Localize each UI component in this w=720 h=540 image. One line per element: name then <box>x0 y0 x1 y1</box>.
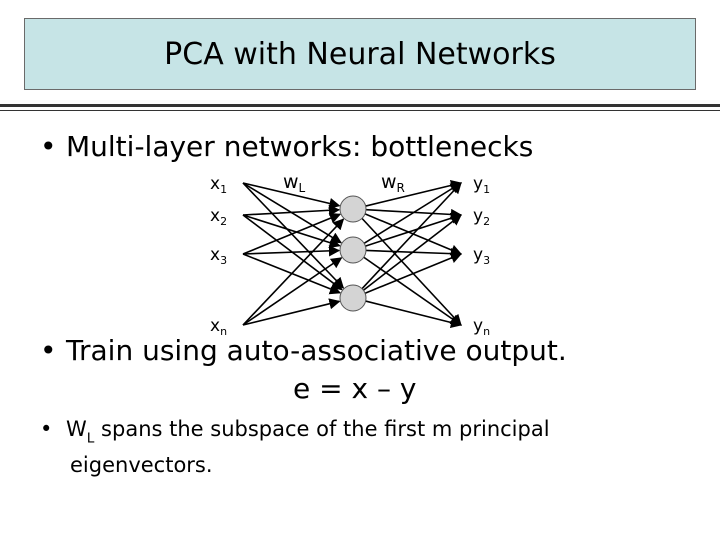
error-equation: e = x – y <box>293 372 417 405</box>
hidden-node-1 <box>339 195 367 223</box>
edge-hidden-2-to-output-2 <box>365 212 463 247</box>
edge-hidden-2-to-output-4 <box>363 256 462 326</box>
edge-input-4-to-hidden-3 <box>242 298 341 326</box>
wl-symbol: W <box>66 417 87 441</box>
edge-input-4-to-hidden-2 <box>242 257 343 326</box>
hidden-node-2 <box>339 236 367 264</box>
bullet-train-text: Train using auto-associative output. <box>66 334 567 367</box>
bullet-glyph: • <box>40 334 57 367</box>
edge-hidden-3-to-output-2 <box>362 214 462 291</box>
title-box: PCA with Neural Networks <box>24 18 696 90</box>
bullet-wl-spans: • WL spans the subspace of the first m pr… <box>40 416 660 478</box>
edge-hidden-3-to-output-4 <box>365 300 463 328</box>
edge-input-3-to-hidden-2 <box>242 245 341 257</box>
bullet-train: • Train using auto-associative output. <box>40 334 567 367</box>
edge-input-1-to-hidden-3 <box>242 182 345 289</box>
bullet-glyph: • <box>40 130 57 163</box>
output-label-3: y3 <box>473 245 490 267</box>
weights-right-label: wR <box>381 171 405 195</box>
edge-input-2-to-hidden-1 <box>242 204 341 216</box>
weights-left-label: wL <box>283 171 306 195</box>
title-rule-thick <box>0 104 720 107</box>
edge-hidden-3-to-output-1 <box>361 182 462 290</box>
bullet-wl-continuation: eigenvectors. <box>70 452 213 477</box>
input-label-2: x2 <box>210 206 227 228</box>
edge-hidden-2-to-output-1 <box>363 182 462 244</box>
edge-hidden-3-to-output-3 <box>364 252 463 294</box>
input-label-1: x1 <box>210 174 227 196</box>
output-label-1: y1 <box>473 174 490 196</box>
edge-hidden-1-to-output-1 <box>365 179 463 207</box>
wl-subscript: L <box>86 430 95 447</box>
edge-hidden-1-to-output-4 <box>361 217 462 326</box>
bullet-wl-text: spans the subspace of the first m princi… <box>94 417 550 441</box>
input-label-4: xn <box>210 316 227 338</box>
output-label-2: y2 <box>473 206 490 228</box>
bullet-multilayer: • Multi-layer networks: bottlenecks <box>40 130 533 163</box>
bullet-glyph: • <box>40 417 53 441</box>
output-label-4: yn <box>473 316 490 338</box>
input-label-3: x3 <box>210 245 227 267</box>
title-rule-thin <box>0 110 720 111</box>
edge-input-1-to-hidden-1 <box>242 182 341 209</box>
slide-title: PCA with Neural Networks <box>164 36 556 72</box>
bullet-multilayer-text: Multi-layer networks: bottlenecks <box>66 130 534 163</box>
edge-input-4-to-hidden-1 <box>242 218 345 326</box>
hidden-node-3 <box>339 284 367 312</box>
edge-input-3-to-hidden-1 <box>242 212 342 255</box>
